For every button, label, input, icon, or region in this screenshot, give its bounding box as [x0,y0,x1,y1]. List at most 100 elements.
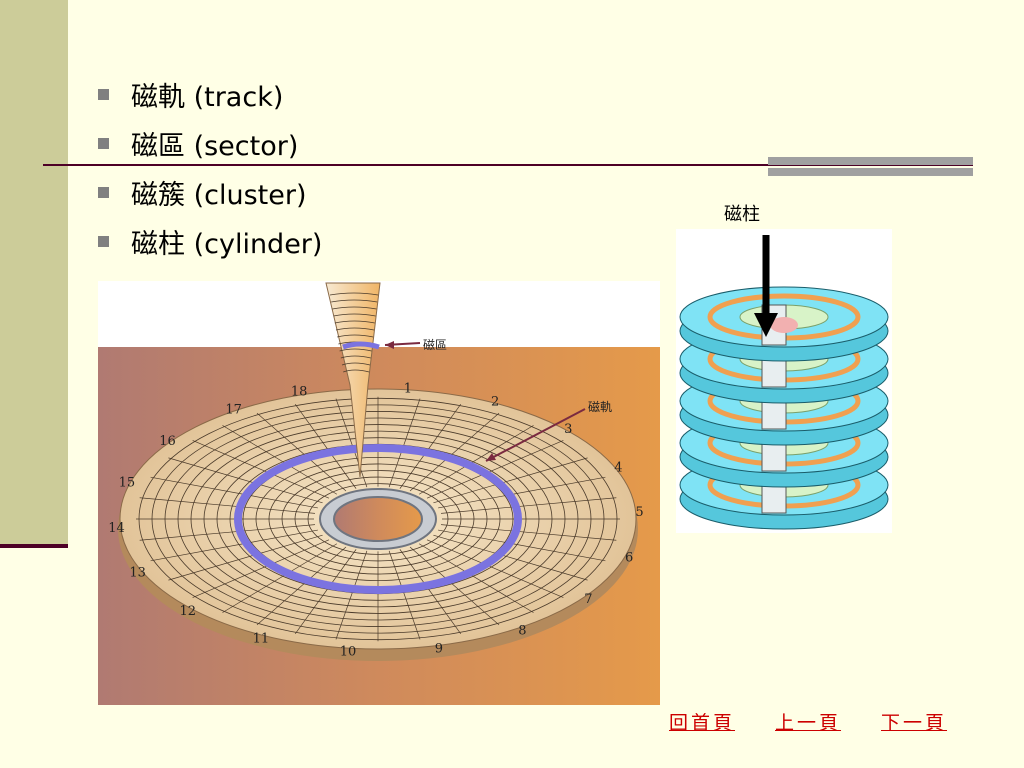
sector-spoke [399,549,462,635]
bullet-text: 磁簇 (cluster) [131,180,307,211]
sector-spoke [426,440,564,499]
term-bullet-list: 磁軌 (track) 磁區 (sector) 磁簇 (cluster) 磁柱 (… [98,70,322,266]
sector-number: 14 [108,521,125,536]
sector-spoke [256,412,347,492]
sector-spoke [168,534,323,581]
wedge-track-line [340,355,371,359]
sector-spoke [440,524,617,541]
previous-page-link[interactable]: 上一頁 [775,712,842,734]
sector-number: 4 [614,460,622,475]
wedge-track-line [329,292,379,296]
sector-number: 9 [435,642,443,657]
title-divider-line [43,164,973,166]
sector-spoke [409,412,500,492]
sector-spoke [438,529,606,562]
cylinder-caption: 磁柱 [724,204,760,225]
sector-number: 5 [635,505,643,520]
sector-spoke [388,550,421,640]
sector-spokes [136,396,620,642]
cylinder-arrow-icon [754,313,778,337]
sector-number: 16 [159,434,176,449]
sector-spoke [388,398,421,488]
wedge-track-line [332,306,377,310]
sector-number: 18 [291,384,308,399]
sector-number: 6 [625,551,633,566]
sector-spoke [150,476,318,509]
bullet-item-cylinder: 磁柱 (cylinder) [98,217,322,266]
wedge-track-line [343,369,370,373]
sector-number: 12 [179,604,196,619]
sector-spoke [222,425,338,495]
divider-accent-bar-top [768,157,973,165]
sector-spoke [256,546,347,626]
sector-spoke [139,497,316,514]
bullet-item-track: 磁軌 (track) [98,70,322,119]
sector-spoke [192,539,330,598]
sector-spoke [426,539,564,598]
sector-number: 10 [340,644,357,659]
wedge-track-line [331,299,378,303]
sector-spoke [440,497,617,514]
sector-spoke [433,534,588,581]
sector-number: 1 [404,382,412,397]
bullet-text: 磁柱 (cylinder) [131,229,323,260]
bullet-text: 磁區 (sector) [131,131,299,162]
wedge-track-line [337,334,374,338]
sector-spoke [399,403,462,489]
sector-spoke [409,546,500,626]
sector-spoke [168,457,323,504]
wedge-track-line [333,313,376,317]
sector-number: 7 [584,592,592,607]
sector-spoke [222,543,338,613]
cylinder-diagram [676,229,892,533]
wedge-track-line [335,327,375,331]
highlighted-track [234,444,522,594]
bullet-item-sector: 磁區 (sector) [98,119,322,168]
wedge-highlighted-track [342,341,380,350]
sector-number: 8 [518,623,526,638]
bullet-item-cluster: 磁簇 (cluster) [98,168,322,217]
bullet-text: 磁軌 (track) [131,82,284,113]
left-band-rule [0,544,68,548]
sector-label: 磁區 [423,337,447,352]
sector-spoke [294,403,357,489]
stacked-platters [679,286,889,530]
sector-spoke [335,398,368,488]
home-page-link[interactable]: 回首頁 [669,712,736,734]
sector-spoke [150,529,318,562]
cylinder-highlight [770,317,798,333]
sector-spoke [438,476,606,509]
sector-number: 3 [564,422,572,437]
sector-spoke [335,550,368,640]
square-bullet-icon [98,236,109,247]
sector-spoke [433,457,588,504]
track-label: 磁軌 [588,399,612,414]
wedge-track-line [339,348,372,352]
next-page-link[interactable]: 下一頁 [881,712,948,734]
square-bullet-icon [98,138,109,149]
sector-arrowhead-icon [385,341,394,349]
sector-spoke [294,549,357,635]
sector-number: 2 [491,395,499,410]
sector-spoke [192,440,330,499]
square-bullet-icon [98,89,109,100]
sector-spoke [139,524,316,541]
wedge-track-line [334,320,375,324]
sector-number: 11 [253,631,270,646]
track-leader-line [485,408,586,462]
divider-accent-bar-bottom [768,168,973,176]
sector-wedge-tracks [329,292,379,373]
square-bullet-icon [98,187,109,198]
sector-number: 13 [129,566,146,581]
sector-wedge [325,282,381,478]
track-arrowhead-icon [486,453,496,461]
sector-spoke [418,425,534,495]
spindle-hole [333,496,423,542]
sector-number: 17 [225,403,242,418]
wedge-track-line [341,362,371,366]
sector-number: 15 [119,475,136,490]
sector-spoke [418,543,534,613]
left-decorative-band [0,0,68,548]
